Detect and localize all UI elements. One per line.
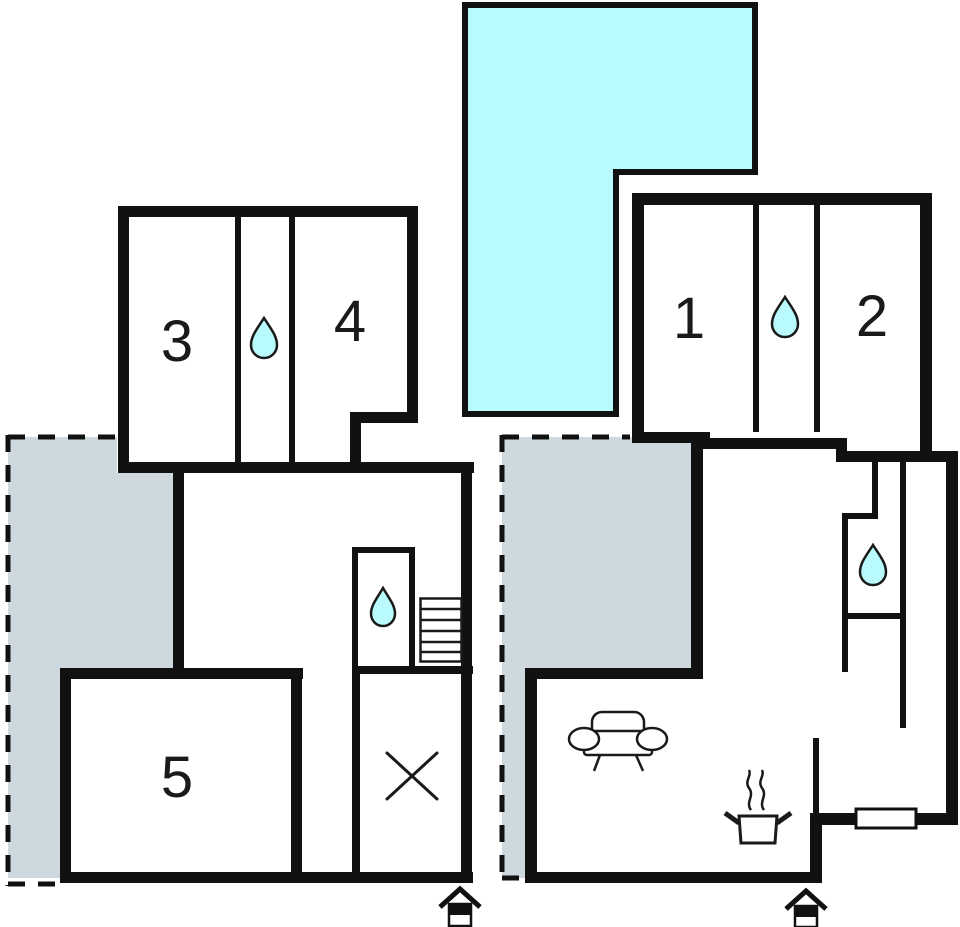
wall-partition xyxy=(409,547,415,672)
pot-handle xyxy=(723,810,741,826)
sofa-armrest xyxy=(567,726,601,752)
sofa-legs xyxy=(592,754,645,772)
walls xyxy=(60,193,958,883)
wall-partition xyxy=(753,205,759,432)
water-drop-icon xyxy=(249,315,279,360)
terrace-left-strip xyxy=(8,668,60,878)
wall xyxy=(350,412,361,473)
wall xyxy=(632,432,710,443)
wall-partition xyxy=(814,205,820,432)
entrance-arrow-icon xyxy=(784,887,828,927)
wall-partition xyxy=(842,613,906,619)
terrace-right-strip xyxy=(502,668,525,878)
sofa-armrest xyxy=(635,726,669,752)
wall-partition xyxy=(900,460,906,728)
wall xyxy=(60,668,303,679)
pot-handle xyxy=(775,810,793,826)
wall-partition xyxy=(842,513,878,519)
wall xyxy=(60,668,71,883)
wall xyxy=(60,872,473,883)
room-label-4: 4 xyxy=(333,289,367,354)
bathroom-drops xyxy=(249,294,888,628)
wall xyxy=(691,438,703,679)
entrance-roof xyxy=(784,887,828,911)
wall xyxy=(632,193,928,205)
swimming-pool xyxy=(462,2,758,417)
wall xyxy=(632,193,644,443)
stairs-icon xyxy=(419,597,463,663)
wall xyxy=(946,451,958,825)
wall-partition xyxy=(352,547,415,553)
wall xyxy=(703,438,847,449)
wall-partition xyxy=(872,460,878,518)
wall xyxy=(118,462,474,473)
wall xyxy=(525,872,822,883)
entrance-roof xyxy=(438,885,482,909)
x-mark-icon xyxy=(385,751,439,801)
entrance-base-fill xyxy=(449,904,471,915)
x-line xyxy=(385,751,439,801)
wall xyxy=(920,193,932,462)
terrace-left-main xyxy=(8,473,173,673)
entrance-base-fill xyxy=(795,906,817,917)
stairs-treads xyxy=(420,607,462,654)
steam xyxy=(746,769,753,811)
wall xyxy=(291,668,302,883)
wall-partition xyxy=(289,217,295,462)
window-icon xyxy=(854,807,918,830)
wall-partition xyxy=(813,738,819,818)
wall-partition xyxy=(235,217,241,462)
water-drop-icon xyxy=(369,585,397,628)
wall xyxy=(118,206,418,217)
wall xyxy=(810,813,822,883)
wall-partition xyxy=(352,666,473,674)
pot-body xyxy=(737,814,779,845)
water-drop-icon xyxy=(770,294,800,339)
terrace-left-upper xyxy=(8,437,117,473)
entrance-arrow-icon xyxy=(438,885,482,927)
terrace-areas xyxy=(8,437,692,878)
wall xyxy=(118,206,129,473)
room-label-1: 1 xyxy=(672,286,706,351)
cooking-pot-icon xyxy=(723,769,793,845)
room-label-3: 3 xyxy=(160,309,194,374)
wall xyxy=(407,206,418,423)
wall-partition xyxy=(352,547,358,672)
terrace-right-main xyxy=(502,437,692,668)
room-label-2: 2 xyxy=(855,284,889,349)
water-drop-icon xyxy=(858,542,888,587)
terrace-dashed-boundary xyxy=(5,434,630,887)
wall xyxy=(525,668,537,883)
wall xyxy=(836,438,847,462)
wall xyxy=(836,451,958,462)
wall-partition xyxy=(352,666,360,883)
steam xyxy=(759,769,766,811)
wall-partition xyxy=(842,513,848,672)
wall xyxy=(525,668,703,679)
room-label-5: 5 xyxy=(160,745,194,810)
wall xyxy=(173,473,184,673)
wall xyxy=(350,412,418,423)
sofa-icon xyxy=(567,710,669,772)
